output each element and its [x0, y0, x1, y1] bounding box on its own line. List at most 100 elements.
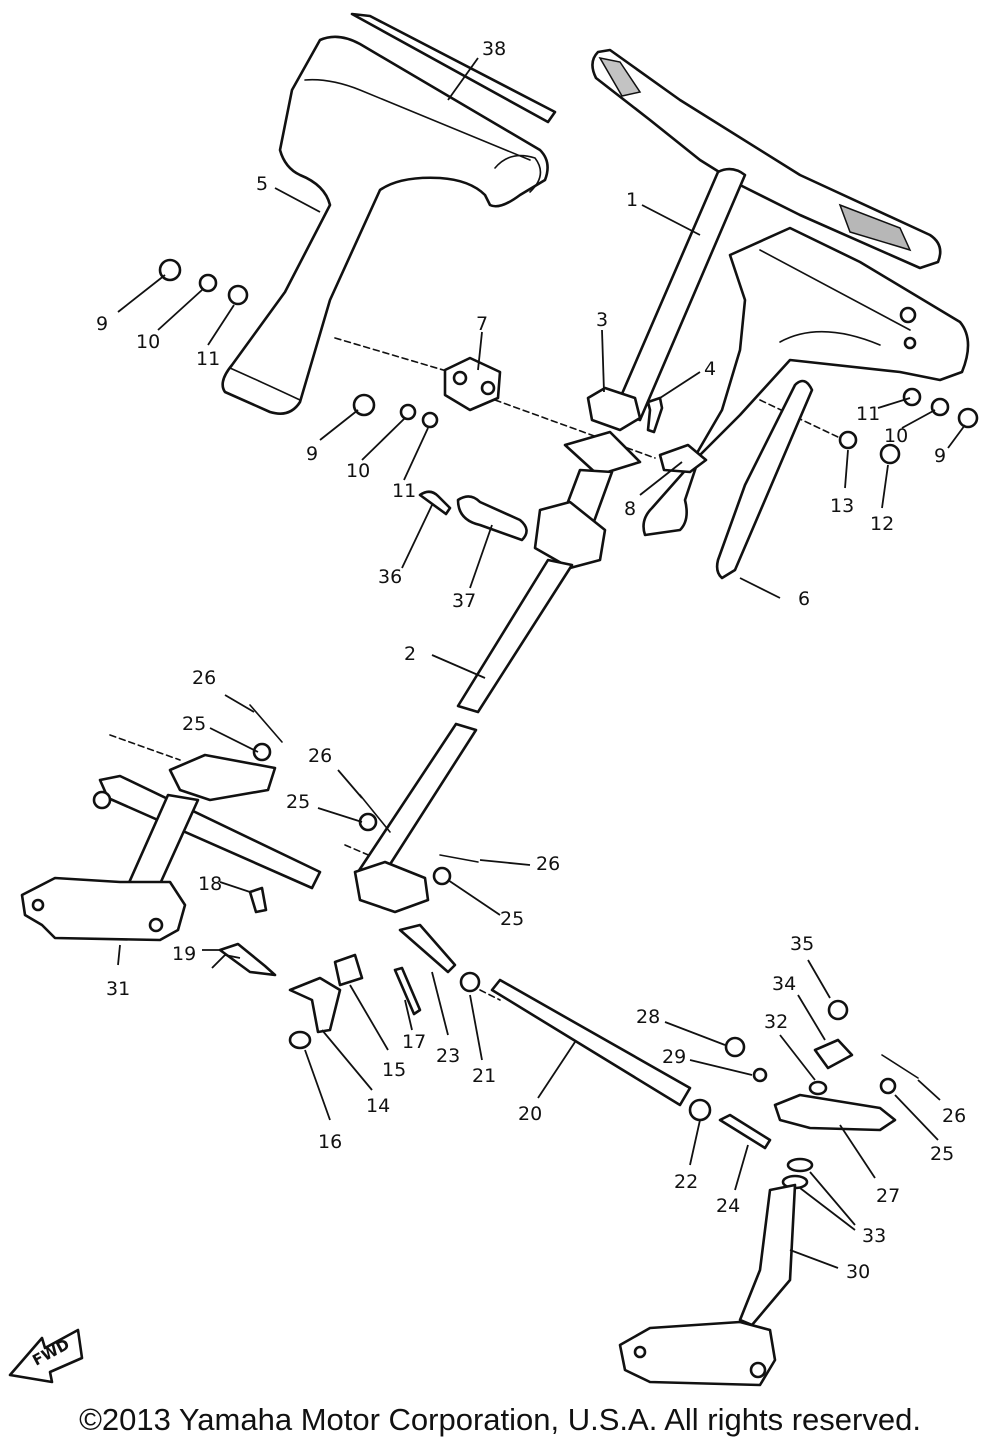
bolt-28	[724, 1036, 746, 1058]
alignment-lines	[109, 337, 841, 1001]
callout: 26	[536, 853, 560, 875]
callout: 5	[256, 173, 268, 195]
callout-numbers: 38 5 1 9 10 11 7 3 4 11 10 9 9 10 11 8 1…	[96, 38, 966, 1283]
bracket-34	[813, 1038, 854, 1070]
callout: 20	[518, 1103, 542, 1125]
callout: 4	[704, 358, 716, 380]
nut-25-a	[252, 742, 272, 762]
nut-25-b	[358, 812, 378, 832]
callout: 18	[198, 873, 222, 895]
callout: 30	[846, 1261, 870, 1283]
callout: 33	[862, 1225, 886, 1247]
callout: 25	[286, 791, 310, 813]
left-ski-bracket	[20, 876, 187, 942]
callout: 19	[172, 943, 196, 965]
callout: 21	[472, 1065, 496, 1087]
washer-10-c	[930, 397, 950, 417]
right-steering-cover	[642, 226, 970, 537]
nut-21	[459, 971, 481, 993]
nut-13	[838, 430, 858, 450]
callout: 9	[934, 445, 946, 467]
column-bracket-14	[288, 976, 342, 1034]
cotter-pin-26-b	[359, 794, 391, 833]
pitman-arm	[456, 495, 528, 542]
callout: 32	[764, 1011, 788, 1033]
washer-10-b	[399, 403, 417, 421]
callout: 7	[476, 313, 488, 335]
right-cover-flange	[715, 379, 814, 580]
plate-19	[218, 942, 277, 977]
callout: 9	[306, 443, 318, 465]
nut-22	[688, 1098, 712, 1122]
washer-10-a	[198, 273, 218, 293]
tie-rod-end-23	[398, 923, 457, 974]
left-knuckle-arm	[168, 753, 277, 802]
callout: 22	[674, 1171, 698, 1193]
cover-collar	[494, 154, 542, 193]
callout: 10	[884, 425, 908, 447]
washer-29	[752, 1067, 768, 1083]
bracket-bolt	[646, 396, 664, 434]
washer-16	[288, 1030, 312, 1050]
cross-tube	[490, 978, 692, 1107]
callout: 3	[596, 309, 608, 331]
callout: 1	[626, 189, 638, 211]
callout: 24	[716, 1195, 740, 1217]
callout: 2	[404, 643, 416, 665]
callout: 17	[402, 1031, 426, 1053]
cotter-pin-26-d	[881, 1054, 919, 1079]
upper-bracket	[586, 386, 642, 432]
steering-shaft-lower	[356, 722, 478, 882]
column-holder	[533, 500, 607, 570]
callout: 11	[392, 480, 416, 502]
callout: 28	[636, 1006, 660, 1028]
leader-lines	[117, 57, 966, 1269]
callout: 34	[772, 973, 796, 995]
callout: 27	[876, 1185, 900, 1207]
right-spindle	[738, 1183, 797, 1327]
callout: 15	[382, 1059, 406, 1081]
nut-25-c	[432, 866, 452, 886]
callout: 25	[500, 908, 524, 930]
bolt-36	[418, 490, 452, 516]
steering-column-upper	[613, 167, 747, 422]
cover-bottom-edge	[229, 367, 301, 401]
callout: 12	[870, 513, 894, 535]
cotter-pin-26-c	[439, 854, 479, 863]
callout: 26	[192, 667, 216, 689]
cotter-pin-26-a	[249, 704, 283, 743]
column-clamp	[443, 356, 502, 412]
callout: 38	[482, 38, 506, 60]
steering-shaft	[456, 558, 574, 714]
handlebar-grip-left	[598, 56, 642, 97]
nut-11-b	[421, 411, 439, 429]
callout: 36	[378, 566, 402, 588]
handlebar	[591, 48, 942, 270]
tie-rod-end-24	[718, 1113, 772, 1150]
callout: 16	[318, 1131, 342, 1153]
bolt-9-b	[352, 393, 376, 417]
callout: 29	[662, 1046, 686, 1068]
callout: 11	[196, 348, 220, 370]
right-ski-bracket	[618, 1320, 777, 1387]
left-steering-cover	[221, 35, 549, 415]
callout: 25	[930, 1143, 954, 1165]
nut-25-right	[879, 1077, 897, 1095]
callout: 37	[452, 590, 476, 612]
handlebar-grip-right	[838, 203, 912, 252]
bolt-18	[248, 886, 268, 914]
callout: 10	[136, 331, 160, 353]
washer-32	[808, 1080, 828, 1096]
callout: 31	[106, 978, 130, 1000]
trim-strip	[350, 12, 557, 124]
callout: 25	[182, 713, 206, 735]
callout: 11	[856, 403, 880, 425]
callout: 26	[942, 1105, 966, 1127]
washers-33	[786, 1157, 814, 1173]
callout: 9	[96, 313, 108, 335]
callout: 35	[790, 933, 814, 955]
fwd-arrow-icon: FWD	[8, 1328, 84, 1384]
exploded-parts-diagram: FWD	[8, 12, 979, 1387]
callout: 23	[436, 1045, 460, 1067]
callout: 14	[366, 1095, 390, 1117]
